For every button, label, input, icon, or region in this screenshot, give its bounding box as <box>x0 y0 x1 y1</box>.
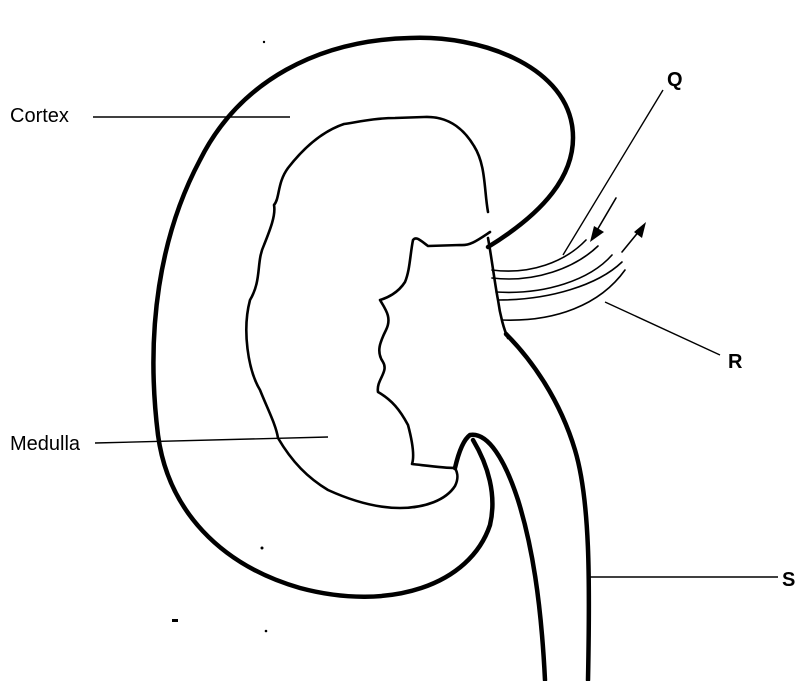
speck-dot <box>263 41 265 43</box>
speck-dot <box>265 630 268 633</box>
renal-vessels <box>492 240 625 320</box>
s-label: S <box>782 569 795 591</box>
speck-dot <box>261 547 264 550</box>
speck-dash <box>172 619 178 622</box>
q-leader-line <box>563 90 663 255</box>
r-leader-line <box>605 302 720 355</box>
medulla-leader-line <box>95 437 328 443</box>
up-arrow-icon <box>622 222 646 252</box>
cortex-label: Cortex <box>10 105 69 127</box>
hilum-edge <box>488 238 508 338</box>
q-label: Q <box>667 69 683 91</box>
medulla-boundary <box>246 117 488 508</box>
r-label: R <box>728 351 743 373</box>
medulla-label: Medulla <box>10 433 81 455</box>
